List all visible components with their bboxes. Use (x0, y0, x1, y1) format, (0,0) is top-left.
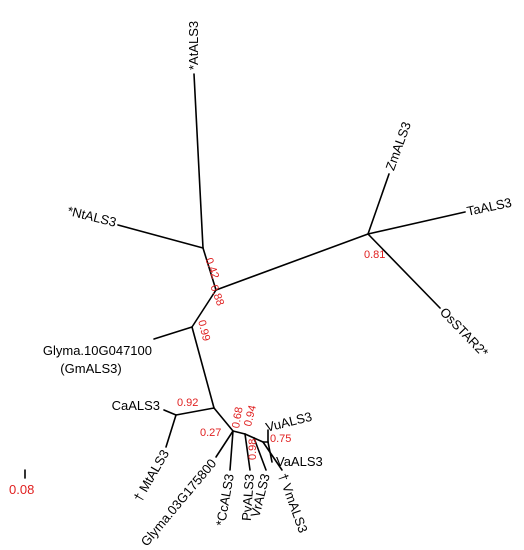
support-075: 0.75 (270, 433, 291, 445)
leaf-labels: *AtALS3 ZmALS3 TaALS3 OsSTAR2* *NtALS3 G… (43, 21, 513, 549)
branch-pv (244, 433, 251, 471)
scale-bar-label: 0.08 (9, 482, 34, 497)
leaf-gm1: Glyma.10G047100 (43, 343, 152, 358)
support-027: 0.27 (200, 427, 221, 439)
branch-n042-stem (202, 247, 217, 291)
leaf-va: VaALS3 (276, 454, 323, 469)
branch-nt (117, 224, 204, 249)
leaf-vu: VuALS3 (264, 409, 313, 435)
leaf-cc: *CcALS3 (213, 473, 237, 528)
branch-at (193, 73, 204, 249)
support-092: 0.92 (177, 397, 198, 409)
branch-n088-stem (191, 289, 217, 328)
branch-vr (253, 437, 267, 471)
branch-n068-stem (244, 433, 255, 439)
support-099: 0.99 (195, 319, 212, 343)
leaf-pv: PvALS3 (239, 473, 257, 521)
support-068: 0.68 (230, 406, 246, 429)
branch-cc (229, 430, 234, 471)
leaf-gm1b: (GmALS3) (60, 361, 121, 376)
branches (24, 73, 466, 479)
branch-ta (367, 211, 466, 235)
branch-gm1 (153, 326, 193, 340)
support-042: 0.42 (202, 256, 221, 280)
support-081: 0.81 (364, 249, 385, 261)
leaf-vm: † VmALS3 (275, 471, 310, 535)
leaf-ca: CaALS3 (112, 398, 160, 413)
branch-internal-long (215, 233, 369, 291)
branch-n094-stem (253, 437, 264, 443)
leaf-ta: TaALS3 (465, 195, 513, 219)
leaf-nt: *NtALS3 (66, 203, 118, 230)
branch-n092-stem (213, 407, 234, 432)
branch-ca-node (175, 407, 215, 416)
branch-va (267, 441, 273, 463)
branch-gm2 (215, 430, 234, 458)
branch-os (367, 233, 441, 309)
branch-n027-stem (232, 430, 246, 435)
leaf-mt: † MtALS3 (131, 447, 173, 504)
leaf-at: *AtALS3 (186, 21, 201, 70)
leaf-os: OsSTAR2* (437, 304, 491, 359)
branch-vm (262, 441, 283, 471)
support-098: 0.98 (247, 439, 259, 460)
branch-mt (165, 414, 177, 448)
branch-ca (163, 409, 177, 416)
branch-n099-stem (191, 326, 215, 409)
support-094: 0.94 (242, 404, 259, 428)
leaf-zm: ZmALS3 (382, 120, 413, 173)
branch-zm (367, 173, 390, 235)
